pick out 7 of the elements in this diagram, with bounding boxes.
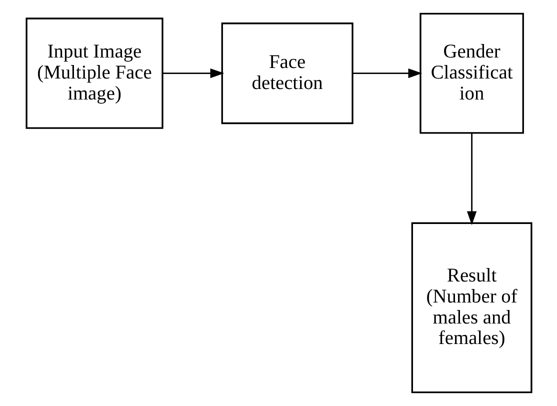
arrow (162, 68, 224, 78)
arrow (352, 68, 422, 78)
arrow (466, 132, 476, 226)
node-box: Input Image (Multiple Face image) (25, 18, 163, 129)
node-box: Face detection (220, 22, 353, 124)
node-box: Result (Number of males and females) (410, 222, 532, 394)
node-box: Gender Classificat ion (419, 12, 524, 134)
